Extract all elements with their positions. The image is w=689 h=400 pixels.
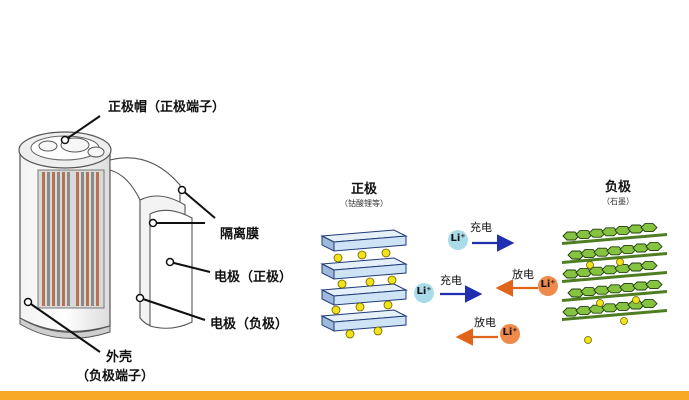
negative-title: 负极 [604,180,632,195]
leader-separator [181,189,216,219]
graphite-lithium [616,258,624,266]
graphite-cell [588,228,606,238]
leader-lines [27,115,216,353]
leader-shell [27,301,101,353]
li-ion-charge-2 [414,283,434,303]
positive-subtitle: （钴酸锂等） [340,199,388,208]
li-ion-text-3: Li⁺ [540,279,556,290]
electrode-negative-layer [149,209,193,329]
graphite-cell [614,263,632,273]
graphite-cell [606,284,624,294]
label-discharge-1: 放电 [512,268,534,281]
label-shell-sub: （负极端子） [76,369,155,384]
graphite-cell [567,250,585,260]
graphite-cell [575,230,593,240]
jelly-roll [42,172,99,306]
li-ion-text-1: Li⁺ [450,233,466,244]
graphite-cell [640,299,658,309]
label-shell: 外壳 [106,350,133,365]
graphite-cell [627,224,645,234]
label-charge-2: 充电 [440,274,462,287]
ion-markers [414,230,558,344]
graphite-cell [588,304,606,314]
li-ion-discharge-1 [538,276,558,296]
graphite-cell [562,307,580,317]
lithium-particles [331,248,397,339]
footer-accent-bar [0,391,689,400]
graphite-cell [580,249,598,259]
graphite-cell [632,243,650,253]
graphite-cell [562,231,580,241]
graphite-cell [567,288,585,298]
graphite-cell [614,301,632,311]
graphite-cell [580,287,598,297]
graphite-cell [627,262,645,272]
label-separator: 隔离膜 [220,227,260,242]
label-positive-cap: 正极帽（正极端子） [108,100,226,115]
li-ion-text-4: Li⁺ [502,327,518,338]
graphite-cell [640,223,658,233]
graphite-lithium [586,261,594,269]
graphite-cell [593,285,611,295]
graphite-cell [575,268,593,278]
graphite-cell [593,247,611,257]
graphite-cell [614,225,632,235]
graphite-lithium [632,296,640,304]
label-electrode-positive: 电极（正极） [214,270,293,285]
graphite-layer-base [562,271,667,283]
graphite-layer-base [562,290,667,302]
graphite-layer-base [562,233,667,245]
label-discharge-2: 放电 [474,316,496,329]
graphite-lithium [584,336,592,344]
leader-cap [64,115,101,141]
graphite-cell [606,246,624,256]
graphite-layer-base [562,252,667,264]
graphite-lithium [620,317,628,325]
graphite-cell [619,282,637,292]
positive-electrode-stack [320,229,408,339]
graphite-cell [645,242,663,252]
leader-electrode-neg [139,297,206,321]
li-ion-discharge-2 [500,324,520,344]
label-electrode-negative: 电极（负极） [210,317,289,332]
graphite-cell [601,265,619,275]
graphite-cell [562,269,580,279]
li-ion-text-2: Li⁺ [416,286,432,297]
graphite-lithium [596,299,604,307]
ion-arrows [440,234,538,346]
battery-cutaway [18,131,193,339]
graphite-cell [640,261,658,271]
graphite-cell [632,281,650,291]
graphite-cell [601,227,619,237]
graphite-cell [619,244,637,254]
positive-plate [320,257,408,280]
graphite-cell [601,303,619,313]
graphite-layer-base [562,309,667,321]
label-charge-1: 充电 [470,221,492,234]
graphite-cell [575,306,593,316]
positive-plate [320,283,408,306]
positive-plate [320,229,408,252]
leader-electrode-pos [169,261,211,273]
positive-title: 正极 [350,182,378,197]
negative-electrode-graphite [562,223,667,344]
li-ion-charge-1 [448,230,468,250]
positive-plate [320,309,408,332]
negative-subtitle: （石墨） [602,197,634,206]
graphite-cell [645,280,663,290]
